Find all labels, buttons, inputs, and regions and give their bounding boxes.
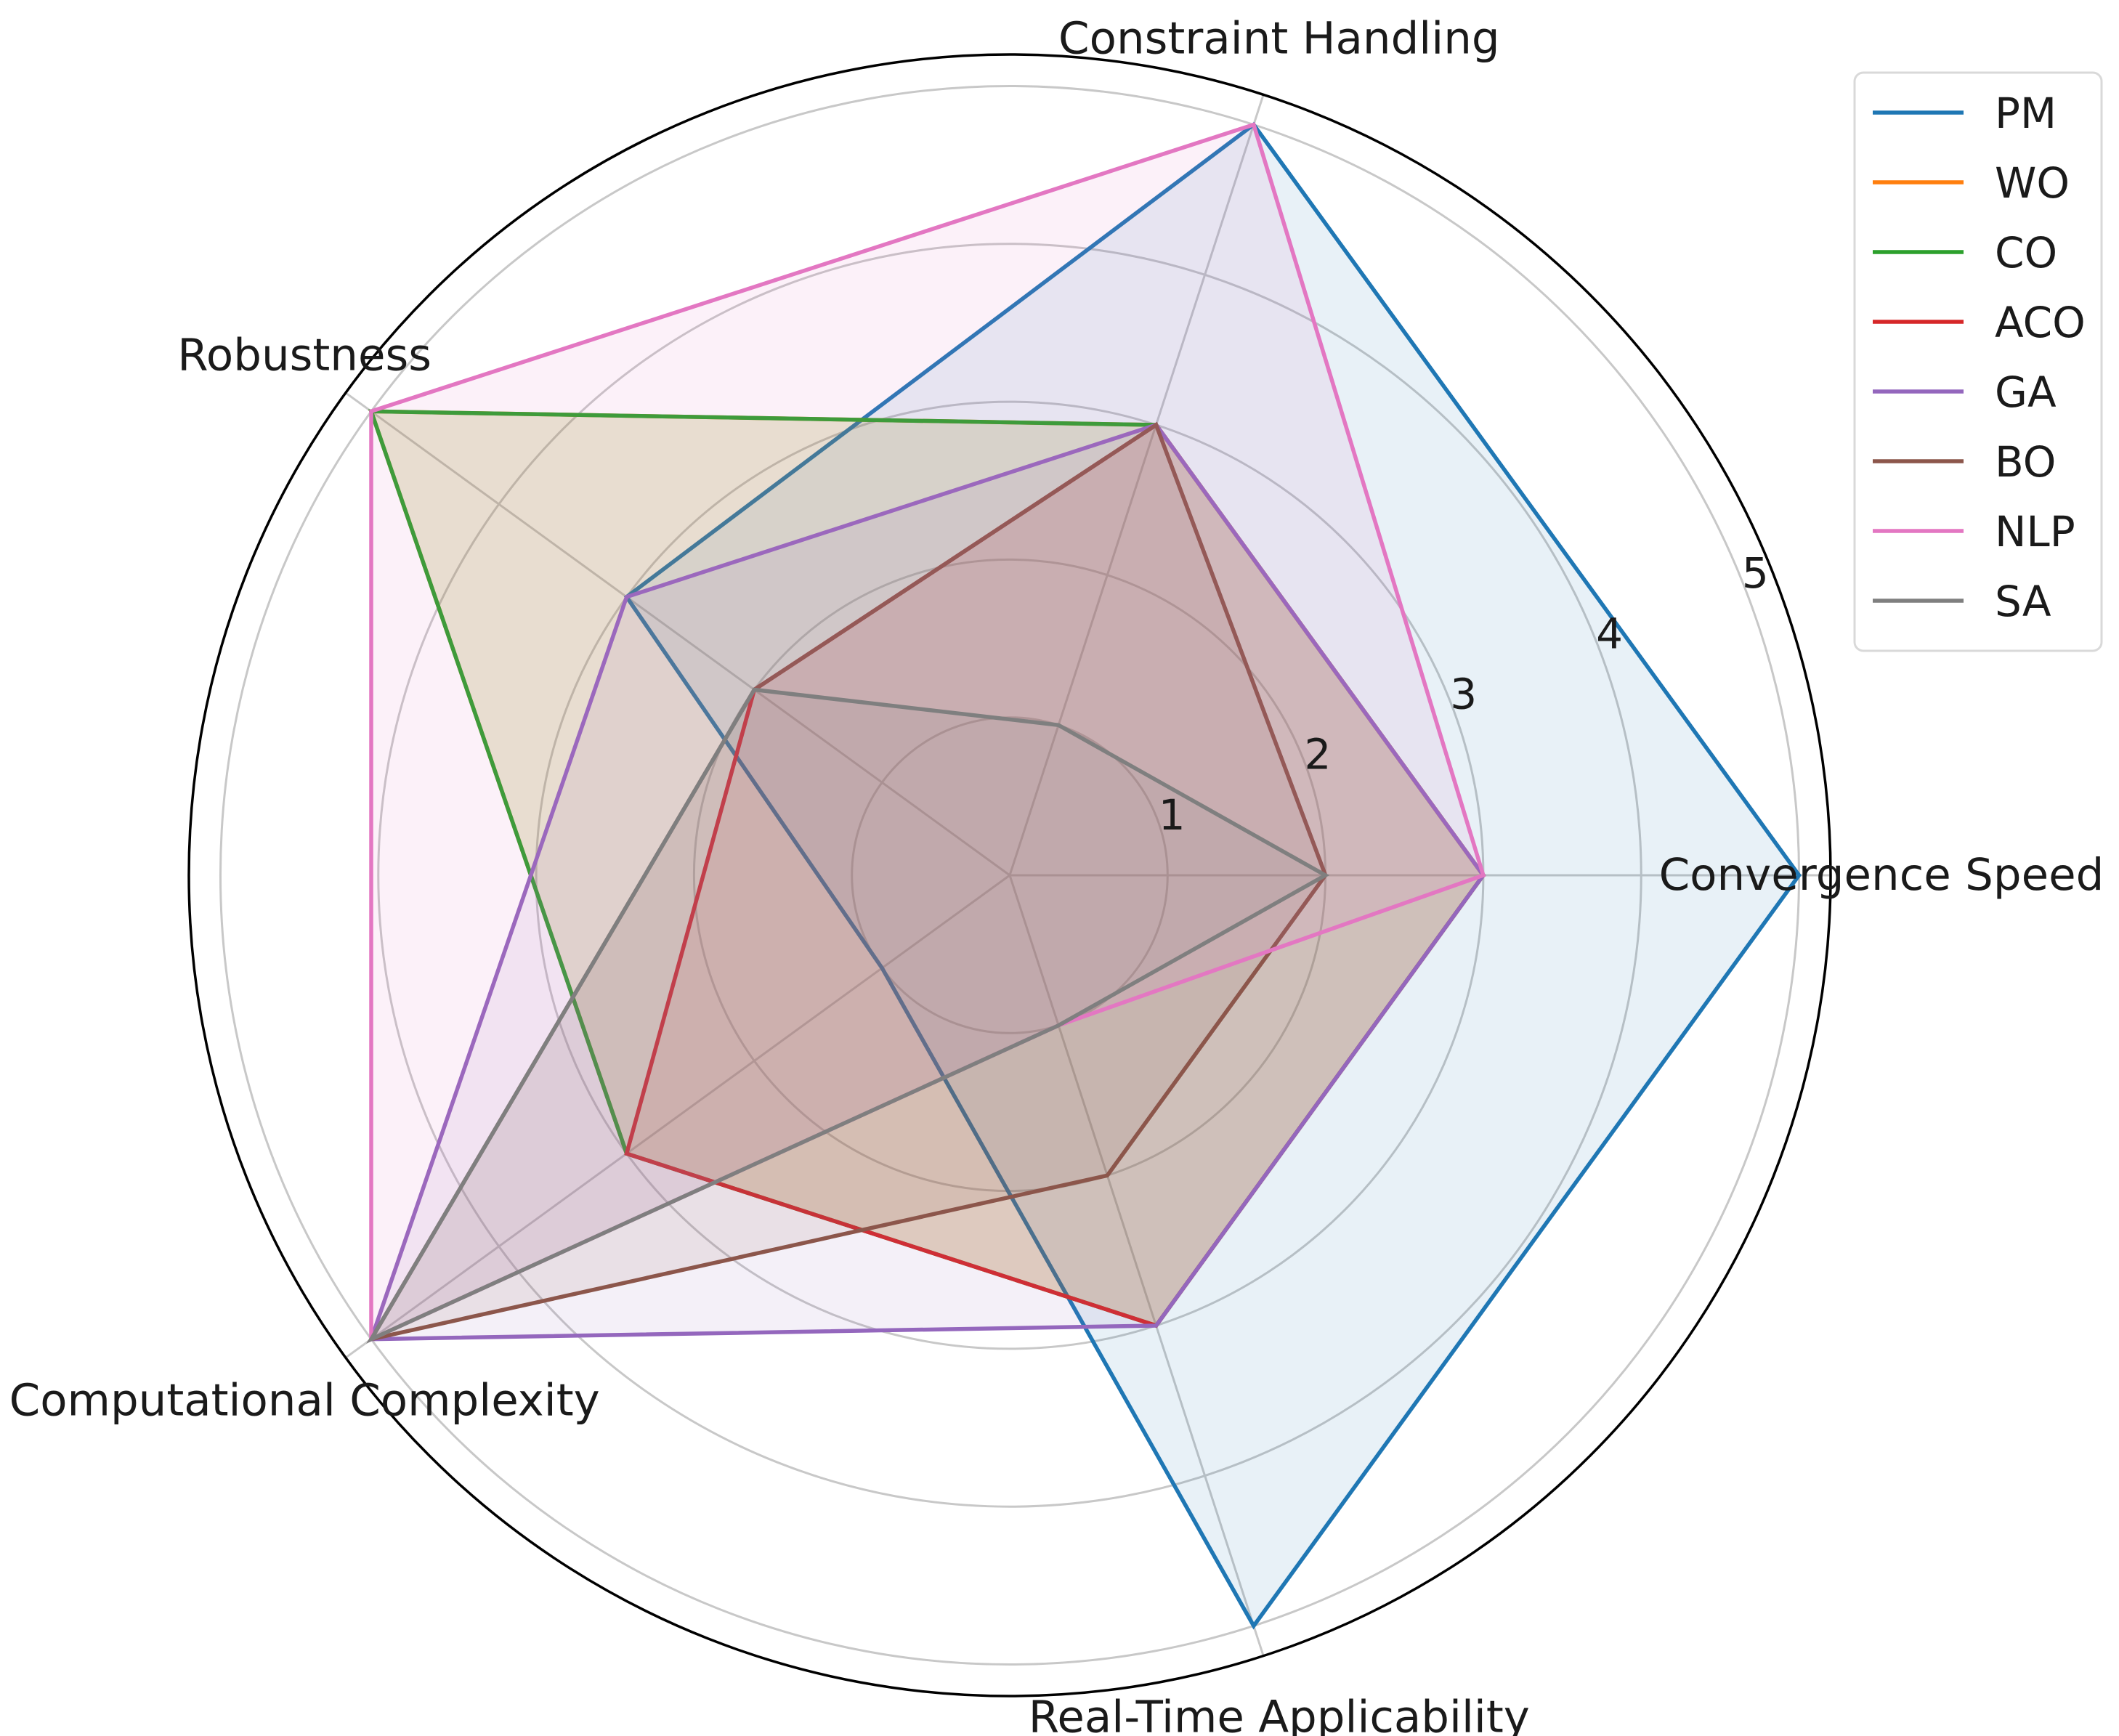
- legend-label-pm: PM: [1995, 89, 2057, 138]
- radial-tick-label: 4: [1596, 609, 1623, 658]
- radial-tick-label: 2: [1305, 730, 1332, 779]
- series-fill-bo: [371, 425, 1326, 1339]
- legend-label-nlp: NLP: [1995, 507, 2075, 556]
- axis-label: Constraint Handling: [1058, 13, 1500, 65]
- legend-label-sa: SA: [1995, 577, 2051, 626]
- axis-label: Real-Time Applicability: [1029, 1691, 1530, 1736]
- radial-tick-label: 5: [1742, 548, 1769, 598]
- axis-label: Convergence Speed: [1659, 849, 2104, 901]
- series-line-sa: [366, 687, 1330, 1344]
- legend-label-bo: BO: [1995, 437, 2056, 487]
- series-line-ga: [368, 422, 1486, 1342]
- series-fill-ga: [371, 425, 1483, 1339]
- radial-tick-label: 3: [1450, 670, 1477, 719]
- series-fill-co: [371, 411, 1483, 1326]
- spoke-line: [344, 874, 1010, 1359]
- spoke-line: [1008, 94, 1265, 876]
- radar-frame: [187, 53, 1832, 1698]
- series-line-pm: [623, 121, 1802, 1630]
- outer-frame-circle: [187, 53, 1832, 1698]
- radial-tick-label: 1: [1159, 790, 1186, 840]
- axis-label: Computational Complexity: [9, 1374, 600, 1426]
- series-group: [366, 121, 1802, 1630]
- axis-label: Robustness: [177, 330, 432, 381]
- spoke-line: [344, 392, 1010, 877]
- legend-label-aco: ACO: [1995, 298, 2086, 347]
- radar-grid: [219, 84, 1831, 1666]
- legend: PM WO CO ACO GA BO NLP SA: [1853, 71, 2103, 652]
- series-fill-sa: [371, 689, 1326, 1339]
- legend-label-ga: GA: [1995, 368, 2057, 417]
- spoke-line: [1008, 875, 1265, 1657]
- legend-label-co: CO: [1995, 228, 2057, 277]
- legend-box: [1853, 71, 2103, 652]
- legend-label-wo: WO: [1995, 158, 2070, 208]
- series-fill-wo: [371, 411, 1483, 1326]
- series-fill-nlp: [371, 124, 1483, 1339]
- series-line-nlp: [369, 122, 1486, 1342]
- series-fill-aco: [626, 425, 1483, 1326]
